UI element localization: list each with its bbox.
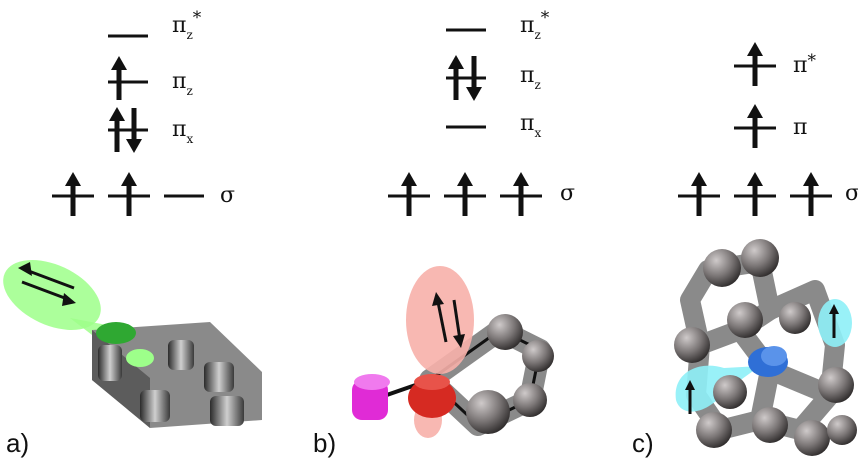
spin-up-arrow-icon bbox=[803, 172, 819, 216]
panel-label-c: c) bbox=[632, 428, 654, 458]
level-pi-z-star-label: πz* bbox=[520, 8, 550, 42]
molecule-atoms bbox=[674, 239, 857, 456]
spin-up-arrow-icon bbox=[457, 172, 473, 216]
green-atom-lower bbox=[126, 349, 154, 367]
spin-up-arrow-icon bbox=[109, 107, 125, 152]
spin-up-arrow-icon bbox=[111, 56, 127, 100]
spin-up-arrow-icon bbox=[685, 380, 695, 414]
level-sigma-label: σ bbox=[220, 183, 235, 208]
level-sigma-label: σ bbox=[845, 181, 858, 206]
spin-up-arrow-icon bbox=[747, 104, 763, 148]
red-orbital-lobe bbox=[406, 266, 474, 374]
spin-down-arrow-icon bbox=[126, 108, 142, 153]
level-pi-z-star-label: πz* bbox=[172, 8, 202, 42]
spin-up-arrow-icon bbox=[747, 42, 763, 86]
panel-b-energy-levels: πz* πz πx bbox=[388, 8, 575, 216]
panel-c-molecule: c) bbox=[632, 239, 857, 458]
panel-a-energy-levels: πz* πz πx σ bbox=[52, 8, 235, 216]
panel-c-energy-levels: π* π σ bbox=[678, 42, 858, 216]
level-sigma-label: σ bbox=[560, 181, 575, 206]
spin-up-arrow-icon bbox=[448, 55, 464, 100]
spin-up-arrow-icon bbox=[691, 172, 707, 216]
magenta-atom bbox=[352, 380, 388, 420]
green-orbital-lobe bbox=[3, 260, 101, 330]
spin-up-arrow-icon bbox=[121, 172, 137, 216]
level-pi-z-label: πz bbox=[172, 69, 193, 98]
red-atom-top bbox=[414, 374, 450, 390]
spin-up-arrow-icon bbox=[401, 172, 417, 216]
molecule-atoms bbox=[98, 340, 244, 426]
spin-down-arrow-icon bbox=[466, 56, 482, 101]
spin-up-arrow-icon bbox=[829, 304, 839, 338]
spin-pair-arrow-icon bbox=[18, 262, 76, 306]
panel-b-molecule: b) bbox=[313, 266, 554, 458]
level-pi-x-label: πx bbox=[520, 111, 541, 140]
green-atom-top bbox=[96, 322, 136, 344]
level-pi-label: π bbox=[793, 115, 807, 140]
molecule-atoms bbox=[466, 314, 554, 434]
spin-up-arrow-icon bbox=[747, 172, 763, 216]
level-pi-x-label: πx bbox=[172, 117, 193, 146]
molecule-bond-frame bbox=[680, 252, 845, 440]
panel-label-a: a) bbox=[6, 428, 29, 458]
panel-a-molecule: a) bbox=[3, 260, 262, 458]
red-atom bbox=[408, 378, 456, 418]
spin-up-arrow-icon bbox=[513, 172, 529, 216]
level-pi-z-label: πz bbox=[520, 63, 541, 92]
level-pi-star-label: π* bbox=[793, 51, 816, 78]
panel-label-b: b) bbox=[313, 428, 336, 458]
spin-up-arrow-icon bbox=[65, 172, 81, 216]
spin-pair-arrow-icon bbox=[432, 292, 465, 348]
